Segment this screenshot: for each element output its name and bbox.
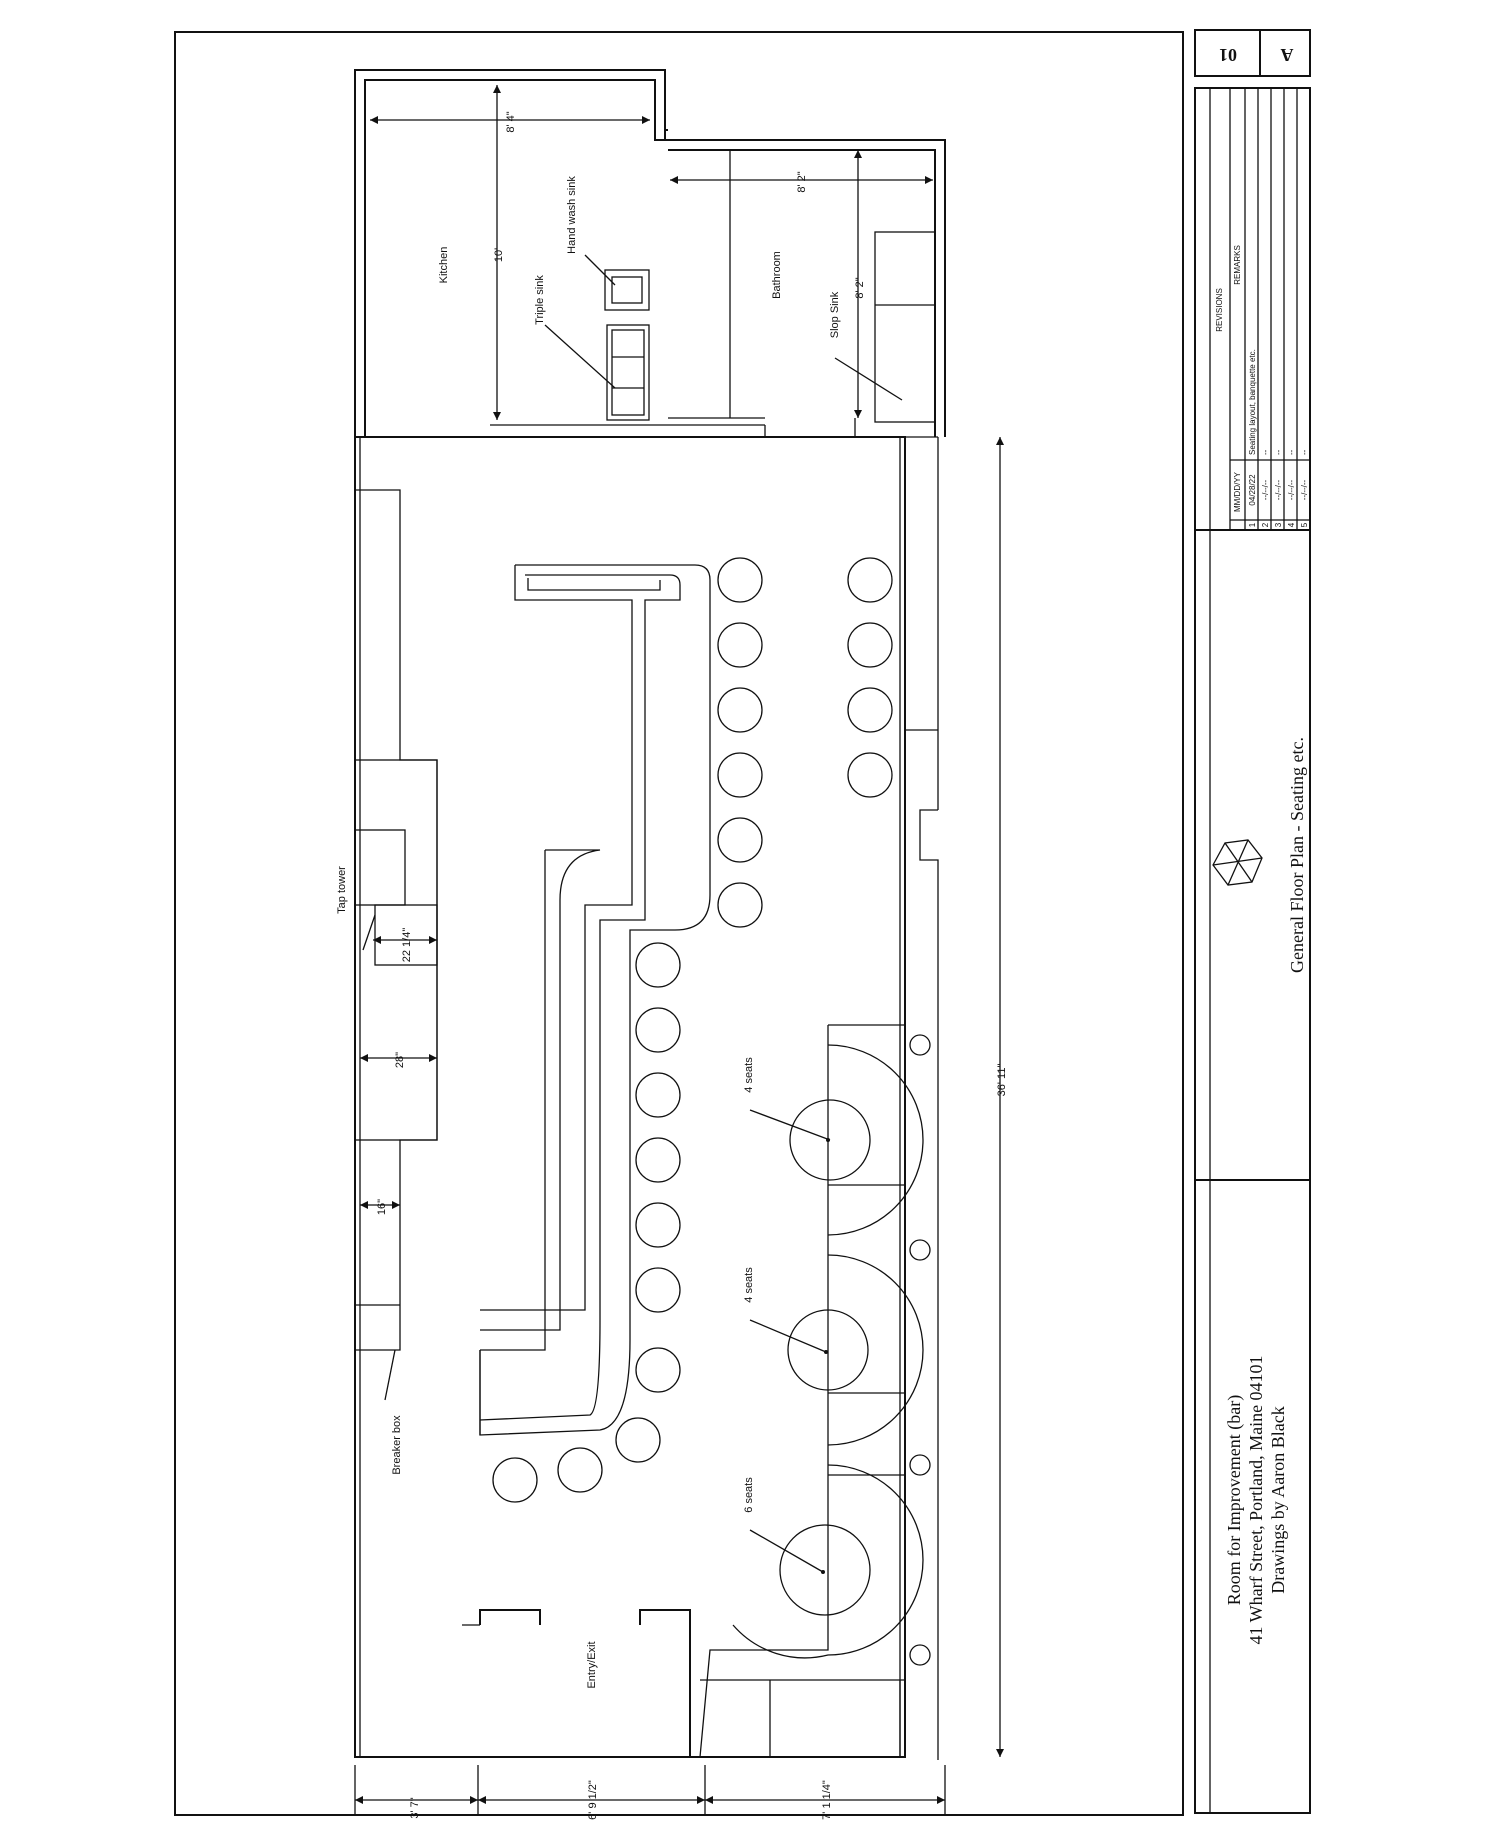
revision-remark: -- xyxy=(1274,449,1283,455)
triple-sink xyxy=(606,324,650,421)
booth-table xyxy=(789,1099,871,1181)
dimension-lines xyxy=(354,85,1004,1815)
firm-logo xyxy=(1212,839,1263,886)
sheet-revision: A xyxy=(1281,45,1294,65)
kitchen-label: Kitchen xyxy=(438,247,450,284)
dim-bottom-2: 6' 9 1/2" xyxy=(587,1780,599,1820)
entry-door xyxy=(462,1609,691,1757)
revision-number: 2 xyxy=(1261,522,1270,527)
project-address: 41 Wharf Street, Portland, Maine 04101 xyxy=(1246,1355,1266,1644)
bar-stool xyxy=(717,882,763,928)
bar-stool xyxy=(847,622,893,668)
bar-stool xyxy=(615,1417,661,1463)
side-tables xyxy=(909,1034,931,1666)
slop-sink-label: Slop Sink xyxy=(829,291,841,338)
bar-stool xyxy=(717,557,763,603)
sheet-border xyxy=(174,31,1184,1816)
bar-stool xyxy=(557,1447,603,1493)
dim-bottom-1: 3' 7" xyxy=(409,1797,421,1818)
revision-date: 04/28/22 xyxy=(1248,474,1257,506)
leader-lines xyxy=(362,254,903,1573)
booth-1 xyxy=(789,1044,924,1236)
dim-overall-length: 36' 11" xyxy=(996,1064,1008,1097)
revision-date: --/--/-- xyxy=(1300,479,1309,500)
dim-28: 28" xyxy=(394,1052,406,1068)
bar-stool xyxy=(717,687,763,733)
bar-stool xyxy=(635,1267,681,1313)
revision-remark: -- xyxy=(1300,449,1309,455)
booth-table xyxy=(779,1524,871,1616)
bar-stool xyxy=(635,1347,681,1393)
revision-number: 4 xyxy=(1287,522,1296,527)
dim-bathroom-depth: 8' 2" xyxy=(854,277,866,298)
bar-stool xyxy=(635,1072,681,1118)
revision-date: --/--/-- xyxy=(1274,479,1283,500)
booth-1-label: 4 seats xyxy=(743,1057,755,1093)
revisions-table: REVISIONS MM/DD/YY REMARKS 1 04/28/22 Seat… xyxy=(1215,88,1310,530)
drawing-title: General Floor Plan - Seating etc. xyxy=(1287,737,1307,973)
dim-bathroom-width: 8' 2" xyxy=(796,171,808,192)
revision-remark: Seating layout, banquette etc. xyxy=(1248,349,1257,455)
bar-stool xyxy=(717,752,763,798)
hand-wash-sink-label: Hand wash sink xyxy=(566,176,578,254)
triple-sink-label: Triple sink xyxy=(534,275,546,325)
bar-stool xyxy=(717,622,763,668)
revision-remark: -- xyxy=(1261,449,1270,455)
project-title: Room for Improvement (bar) xyxy=(1224,1395,1245,1605)
kitchen-room xyxy=(354,69,766,437)
revision-number: 5 xyxy=(1300,522,1309,527)
dim-tap-tower: 22 1/4" xyxy=(401,928,413,963)
bathroom-label: Bathroom xyxy=(771,251,783,299)
bar-counter xyxy=(479,564,711,1436)
bar-stool xyxy=(635,1007,681,1053)
bathroom-room xyxy=(665,139,946,437)
revision-remark: -- xyxy=(1287,449,1296,455)
bar-stool xyxy=(847,557,893,603)
revision-date: --/--/-- xyxy=(1261,479,1270,500)
revision-number: 1 xyxy=(1248,522,1257,527)
bar-stool xyxy=(635,1137,681,1183)
dim-16: 16" xyxy=(376,1199,388,1215)
revisions-date-header: MM/DD/YY xyxy=(1233,471,1242,512)
revisions-heading: REVISIONS xyxy=(1215,288,1224,332)
slop-sink xyxy=(874,231,936,423)
booth-table xyxy=(787,1309,869,1391)
booth-2-label: 4 seats xyxy=(743,1267,755,1303)
revisions-remarks-header: REMARKS xyxy=(1233,245,1242,285)
revision-number: 3 xyxy=(1274,522,1283,527)
floor-plan xyxy=(354,69,946,1760)
dim-kitchen-depth: 10' xyxy=(493,248,505,262)
breaker-box-label: Breaker box xyxy=(391,1415,403,1475)
bar-stool xyxy=(492,1457,538,1503)
dim-kitchen-width: 8' 4" xyxy=(505,111,517,132)
bar-stool xyxy=(635,1202,681,1248)
bar-stool xyxy=(847,752,893,798)
hand-wash-sink xyxy=(604,269,650,311)
booth-2 xyxy=(787,1254,924,1446)
drawn-by: Drawings by Aaron Black xyxy=(1268,1406,1288,1593)
booth-3-label: 6 seats xyxy=(743,1477,755,1513)
dim-bottom-3: 7' 1 1/4" xyxy=(821,1780,833,1820)
bar-stool xyxy=(847,687,893,733)
tap-tower-label: Tap tower xyxy=(336,866,348,914)
sheet-number: 01 xyxy=(1219,45,1237,65)
revision-date: --/--/-- xyxy=(1287,479,1296,500)
title-block: 01 A REVISIONS MM/DD/YY REMARKS 1 04/28/2… xyxy=(1194,29,1311,1814)
bar-stool xyxy=(717,817,763,863)
bar-stool xyxy=(635,942,681,988)
entry-exit-label: Entry/Exit xyxy=(586,1641,598,1688)
bar-stools xyxy=(492,557,893,1503)
